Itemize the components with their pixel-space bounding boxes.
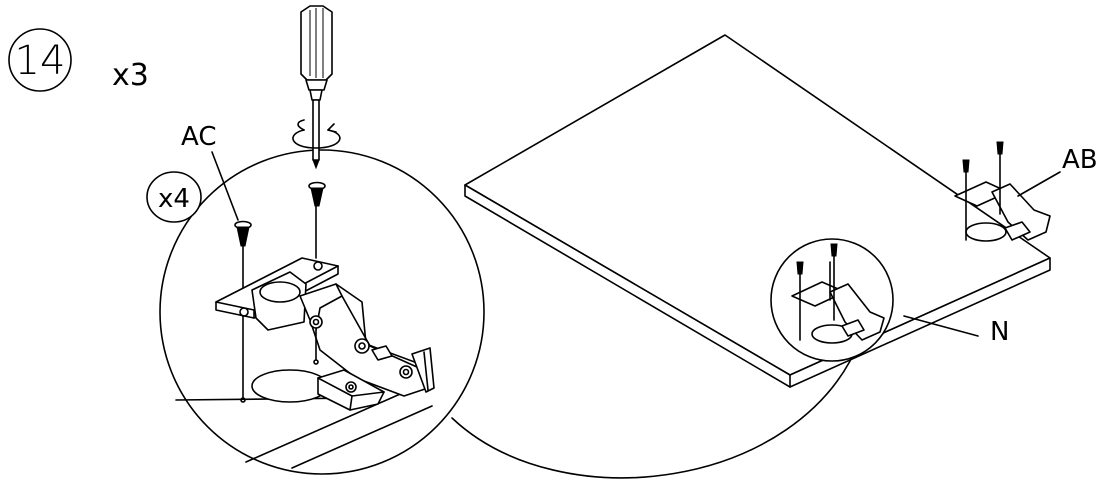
step-number-circle bbox=[8, 28, 72, 92]
hinge-part-label: AB bbox=[1062, 145, 1098, 175]
small-detail-circle-group bbox=[770, 238, 894, 362]
screw-count-label: x4 bbox=[158, 184, 190, 214]
screw-part-label: AC bbox=[181, 122, 216, 152]
hinge-callout: AB bbox=[1017, 145, 1098, 197]
screw-callout: AC x4 bbox=[146, 122, 239, 223]
step-quantity: x3 bbox=[112, 58, 149, 93]
mini-hinge-upper bbox=[954, 141, 1051, 242]
step-number: 14 bbox=[15, 38, 66, 84]
panel-n bbox=[464, 34, 1051, 388]
rotate-arrow-icon bbox=[292, 119, 341, 149]
panel-callout: N bbox=[903, 315, 1009, 347]
mini-hinge-lower bbox=[791, 243, 885, 344]
panel-top-face bbox=[464, 34, 1051, 376]
panel-leader-line bbox=[903, 315, 979, 337]
magnifier-connector bbox=[451, 339, 861, 479]
step-header: 14 x3 bbox=[8, 28, 149, 93]
hinge-leader-line bbox=[1017, 171, 1061, 197]
screw-count-ellipse bbox=[146, 171, 202, 223]
screwdriver-icon bbox=[300, 5, 333, 170]
screw-on-driver bbox=[308, 181, 326, 259]
screw-leader-line bbox=[211, 151, 239, 221]
screw-ac bbox=[234, 220, 252, 403]
hinge-detail bbox=[175, 257, 435, 469]
panel-part-label: N bbox=[990, 317, 1009, 347]
